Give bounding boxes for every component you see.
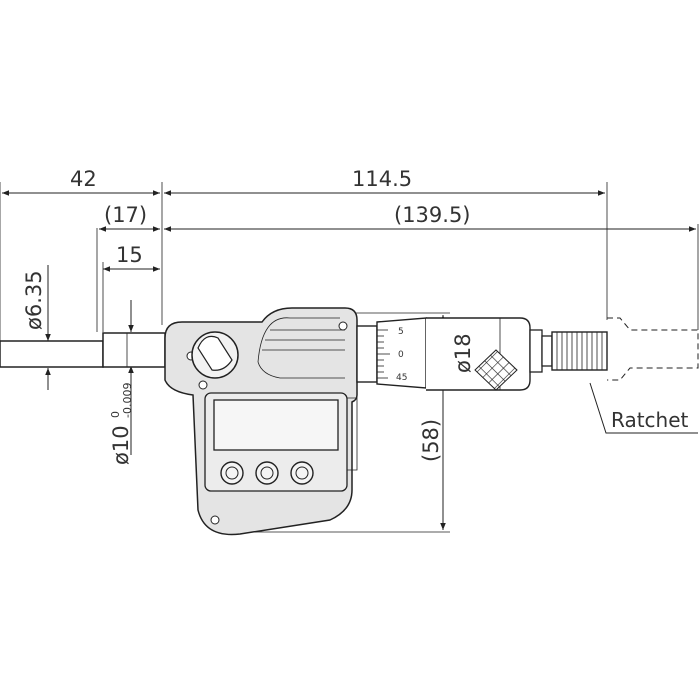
button-icon[interactable] [290, 461, 314, 485]
dim-17: (17) [104, 203, 147, 227]
ratchet-label: Ratchet [611, 408, 689, 432]
sleeve-tolerance-lower: -0.009 [121, 383, 134, 418]
thimble: 5 0 45 [356, 317, 553, 391]
ratchet-leader [589, 382, 698, 434]
thimble-scale-45: 45 [396, 373, 407, 383]
screw-icon [338, 321, 348, 331]
knurl-pattern [474, 349, 518, 391]
display-screen [213, 399, 339, 451]
dimension-lines [2, 190, 696, 530]
thimble-scale-5: 5 [398, 327, 404, 337]
dim-139-5: (139.5) [394, 203, 471, 227]
micrometer-body [164, 307, 358, 536]
dim-114-5: 114.5 [352, 167, 412, 191]
knob-icon [191, 331, 239, 379]
screw-icon [210, 515, 220, 525]
dim-15: 15 [116, 243, 143, 267]
dim-42: 42 [70, 167, 97, 191]
button-icon[interactable] [255, 461, 279, 485]
thimble-scale-0: 0 [398, 350, 404, 360]
sleeve-tolerance-upper: 0 [109, 411, 122, 418]
dim-sleeve-diameter: ø10 0 -0.009 [109, 383, 134, 465]
ratchet [551, 317, 699, 381]
screw-icon [198, 380, 208, 390]
dim-58: (58) [419, 419, 443, 462]
dim-thimble-diameter: ø18 [451, 333, 475, 373]
thimble-graduations [377, 329, 390, 379]
sleeve-diameter-text: ø10 [109, 425, 133, 465]
dim-spindle-diameter: ø6.35 [22, 270, 46, 330]
extension-lines [0, 182, 699, 533]
button-icon[interactable] [220, 461, 244, 485]
spindle [0, 332, 166, 368]
